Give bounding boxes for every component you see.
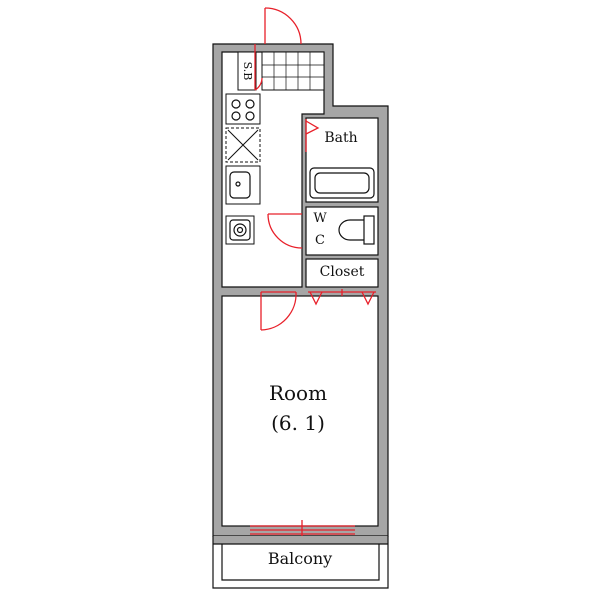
room-size: (6. 1) <box>271 411 325 435</box>
bath-label: Bath <box>324 130 357 146</box>
entry-door <box>254 7 302 91</box>
sink-icon <box>225 165 261 205</box>
stove-icon <box>225 93 261 125</box>
closet-label: Closet <box>320 264 365 280</box>
closet-doors <box>308 289 376 306</box>
balcony-window <box>250 520 355 540</box>
refrigerator-icon <box>225 127 261 163</box>
wc-label-w: W <box>313 211 327 226</box>
bath-door <box>305 119 320 152</box>
shoe-box <box>237 51 257 91</box>
balcony <box>212 536 389 589</box>
washer-icon <box>225 215 255 245</box>
entrance-tiles <box>261 51 325 91</box>
balcony-label: Balcony <box>268 549 332 568</box>
room-label: Room <box>269 381 327 405</box>
bathtub-icon <box>309 167 375 199</box>
room-door <box>260 291 297 331</box>
toilet-icon <box>338 215 375 245</box>
wc-label-c: C <box>315 233 325 248</box>
shoe-box-label: S.B <box>241 62 254 81</box>
wc-door <box>267 213 303 249</box>
